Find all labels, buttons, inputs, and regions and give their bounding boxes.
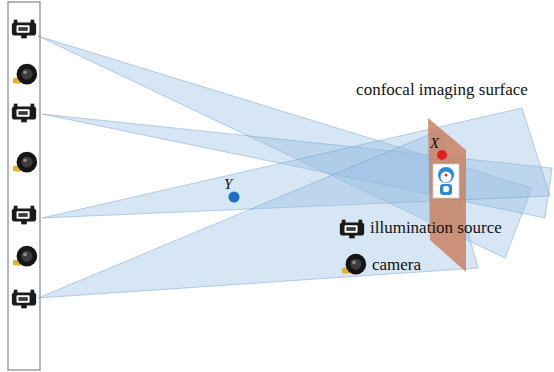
illumination-icon [12,104,36,123]
plane-title: confocal imaging surface [350,80,534,100]
legend-text: camera [372,255,421,275]
point-label: Y [224,175,232,193]
legend-icon [340,220,364,239]
target-figure [433,164,459,198]
legend-text: illumination source [370,218,502,238]
legend-icon [342,254,366,275]
light-beams [38,36,552,298]
camera-icon [13,64,37,85]
point-x [437,150,447,160]
device-panel [8,2,40,370]
illumination-icon [12,290,36,309]
illumination-icon [12,20,36,39]
camera-icon [13,246,37,267]
camera-icon [13,152,37,173]
illumination-icon [12,206,36,225]
imaging-plane [428,118,466,272]
point-label: X [430,134,439,152]
point-y [229,192,240,203]
